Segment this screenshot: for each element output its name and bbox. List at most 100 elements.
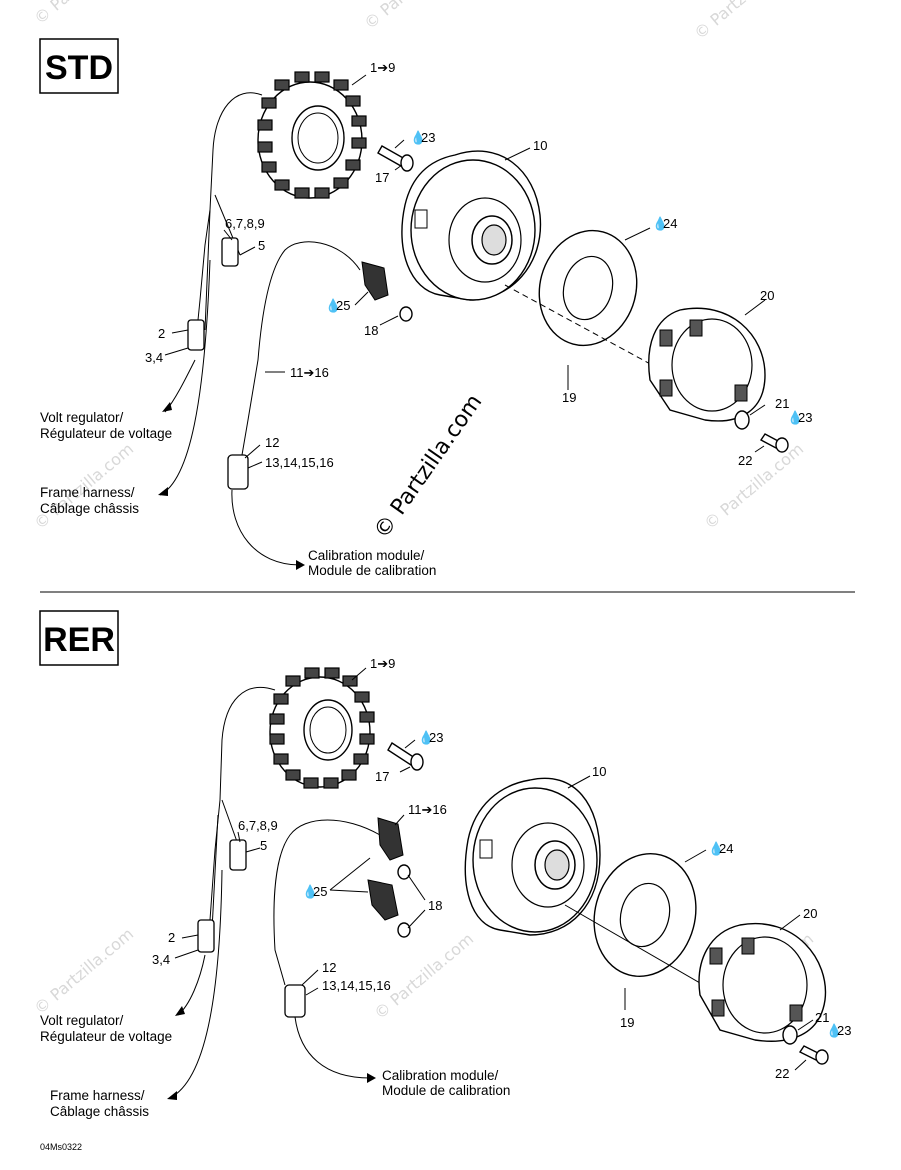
label-harness-b: 3,4 — [145, 350, 163, 365]
label-washer21: 21 — [775, 396, 789, 411]
calibration-fr: Module de calibration — [382, 1083, 510, 1098]
oil-marker: 💧 — [410, 130, 426, 145]
bolt-17 — [377, 145, 414, 172]
label-plug-b: 13,14,15,16 — [265, 455, 334, 470]
oil-marker: 💧 — [302, 884, 318, 899]
label-stator: 1➔9 — [370, 656, 395, 671]
label-washer19: 19 — [562, 390, 576, 405]
label-washer-oil: 24 — [663, 216, 677, 231]
label-connector-b: 5 — [258, 238, 265, 253]
bolt-22 — [798, 1045, 829, 1065]
connector — [197, 919, 215, 953]
label-ring: 20 — [803, 906, 817, 921]
label-rotor: 10 — [592, 764, 606, 779]
volt-regulator-en: Volt regulator/ — [40, 410, 124, 425]
washer-plate — [593, 853, 697, 977]
label-washer21: 21 — [815, 1010, 829, 1025]
stator-assembly — [269, 667, 375, 789]
label-harness-b: 3,4 — [152, 952, 170, 967]
oil-marker: 💧 — [418, 730, 434, 745]
section-std: STD — [39, 38, 812, 578]
label-bolt22: 22 — [738, 453, 752, 468]
label-harness-a: 2 — [158, 326, 165, 341]
watermark: © Partzilla.com — [370, 929, 477, 1023]
label-wire-harness: 11➔16 — [290, 365, 329, 380]
section-title-box — [39, 610, 119, 666]
label-bolt17-oil: 23 — [421, 130, 435, 145]
plug-connector — [227, 454, 249, 490]
label-bolt22-oil: 23 — [798, 410, 812, 425]
center-watermark: © Partzilla.com — [369, 390, 487, 543]
section-title: STD — [45, 49, 113, 87]
watermark: © Partzilla.com — [690, 0, 797, 43]
label-connector-a: 6,7,8,9 — [225, 216, 265, 231]
section-title-box — [39, 38, 119, 94]
label-wire-harness: 11➔16 — [408, 802, 447, 817]
connector — [229, 839, 247, 871]
starter-ring — [648, 307, 766, 422]
watermark: © Partzilla.com — [30, 0, 137, 28]
washer-21 — [782, 1025, 798, 1045]
label-ring: 20 — [760, 288, 774, 303]
label-plug-a: 12 — [265, 435, 279, 450]
connector — [187, 319, 205, 351]
label-bolt22-oil: 23 — [837, 1023, 851, 1038]
screw-18 — [397, 864, 411, 880]
bolt-17 — [387, 742, 424, 771]
oil-marker: 💧 — [826, 1023, 842, 1038]
label-screw18: 18 — [428, 898, 442, 913]
bolt-22 — [759, 433, 789, 453]
section-rer: RER — [39, 610, 851, 1119]
label-stator: 1➔9 — [370, 60, 395, 75]
watermark-layer: © Partzilla.com © Partzilla.com © Partzi… — [30, 0, 817, 1023]
connector — [221, 237, 239, 267]
calibration-fr: Module de calibration — [308, 563, 436, 578]
oil-marker: 💧 — [325, 298, 341, 313]
label-bolt22: 22 — [775, 1066, 789, 1081]
trigger-coil — [361, 261, 389, 301]
label-bolt17: 17 — [375, 170, 389, 185]
calibration-en: Calibration module/ — [382, 1068, 499, 1083]
frame-harness-en: Frame harness/ — [50, 1088, 145, 1103]
section-title: RER — [43, 621, 115, 659]
label-connector-a: 6,7,8,9 — [238, 818, 278, 833]
label-bolt17-oil: 23 — [429, 730, 443, 745]
frame-harness-fr: Câblage châssis — [50, 1104, 149, 1119]
label-screw18: 18 — [364, 323, 378, 338]
frame-harness-fr: Câblage châssis — [40, 501, 139, 516]
trigger-coil — [377, 817, 404, 861]
label-rotor: 10 — [533, 138, 547, 153]
trigger-coil — [367, 879, 399, 921]
plug-connector — [284, 984, 306, 1018]
label-washer19: 19 — [620, 1015, 634, 1030]
stator-assembly — [257, 71, 367, 199]
label-trigger-oil: 25 — [313, 884, 327, 899]
oil-marker: 💧 — [652, 216, 668, 231]
rotor-flywheel — [464, 777, 601, 936]
watermark: © Partzilla.com — [30, 924, 137, 1018]
label-bolt17: 17 — [375, 769, 389, 784]
screw-18 — [397, 922, 411, 938]
watermark: © Partzilla.com — [700, 439, 807, 533]
label-plug-a: 12 — [322, 960, 336, 975]
volt-regulator-fr: Régulateur de voltage — [40, 1029, 172, 1044]
label-washer-oil: 24 — [719, 841, 733, 856]
calibration-en: Calibration module/ — [308, 548, 425, 563]
washer-21 — [734, 410, 750, 430]
oil-marker: 💧 — [787, 410, 803, 425]
diagram-code: 04Ms0322 — [40, 1142, 82, 1152]
label-harness-a: 2 — [168, 930, 175, 945]
oil-marker: 💧 — [708, 841, 724, 856]
starter-ring — [698, 922, 827, 1042]
label-trigger-oil: 25 — [336, 298, 350, 313]
frame-harness-en: Frame harness/ — [40, 485, 135, 500]
watermark: © Partzilla.com — [360, 0, 467, 33]
volt-regulator-fr: Régulateur de voltage — [40, 426, 172, 441]
label-plug-b: 13,14,15,16 — [322, 978, 391, 993]
label-connector-b: 5 — [260, 838, 267, 853]
volt-regulator-en: Volt regulator/ — [40, 1013, 124, 1028]
washer-plate — [538, 229, 638, 347]
screw-18 — [399, 306, 413, 322]
rotor-flywheel — [401, 150, 542, 301]
